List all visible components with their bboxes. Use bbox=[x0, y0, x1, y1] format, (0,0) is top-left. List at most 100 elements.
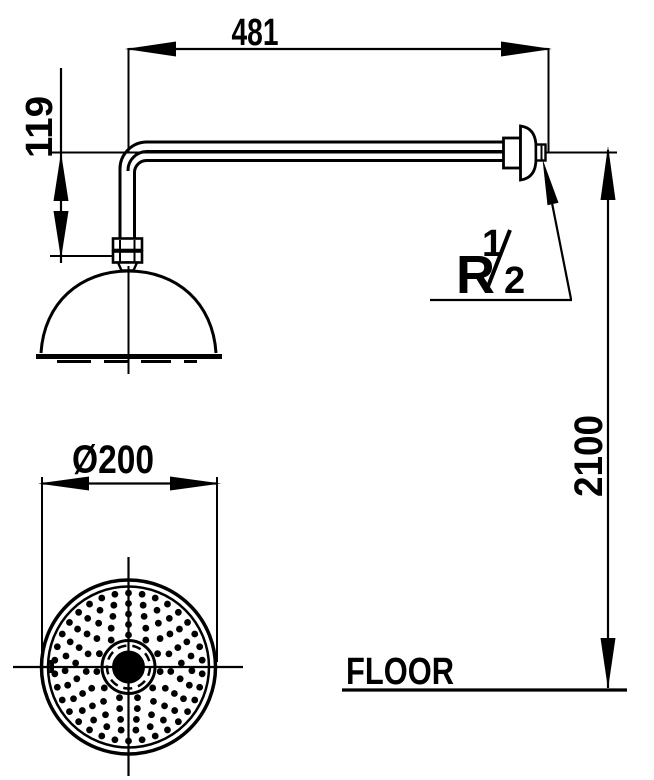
spray-hole bbox=[191, 630, 199, 638]
spray-hole bbox=[185, 681, 193, 689]
spray-hole bbox=[154, 650, 162, 658]
spray-hole bbox=[107, 636, 115, 644]
spray-hole bbox=[176, 625, 183, 633]
spray-hole bbox=[184, 708, 191, 715]
spray-hole bbox=[125, 631, 132, 639]
spray-hole bbox=[86, 600, 93, 608]
dimension-arm-length: 481 bbox=[125, 12, 552, 153]
spray-hole bbox=[61, 667, 69, 675]
spray-hole bbox=[132, 726, 140, 734]
drop-height-value: 119 bbox=[19, 96, 61, 158]
thread-fraction-numerator: 1 bbox=[482, 223, 503, 265]
nut-band-upper bbox=[111, 237, 144, 252]
center-dashed-ring bbox=[105, 644, 152, 690]
spray-hole bbox=[96, 606, 104, 614]
spray-hole bbox=[171, 707, 179, 714]
spray-hole bbox=[82, 668, 90, 675]
flange-escutcheon bbox=[519, 124, 538, 182]
spray-hole bbox=[191, 696, 199, 704]
spray-hole bbox=[93, 668, 101, 675]
spray-hole bbox=[95, 619, 103, 627]
spray-hole bbox=[174, 608, 182, 616]
head-face-circle bbox=[46, 585, 211, 749]
spray-hole bbox=[58, 696, 66, 704]
spray-hole bbox=[138, 590, 146, 598]
spray-hole bbox=[89, 702, 96, 710]
floor-label: FLOOR bbox=[346, 651, 454, 693]
spray-hole bbox=[183, 638, 191, 646]
spray-hole bbox=[150, 697, 157, 705]
arrow-down-icon bbox=[53, 211, 69, 259]
spray-hole bbox=[133, 716, 140, 723]
spray-hole bbox=[53, 683, 61, 691]
spray-hole bbox=[84, 650, 92, 658]
spray-hole bbox=[111, 590, 119, 598]
spray-hole bbox=[156, 668, 164, 675]
dimension-mount-height: 2100 bbox=[567, 146, 616, 689]
spray-hole bbox=[116, 694, 123, 702]
spray-hole bbox=[142, 624, 150, 632]
spray-hole bbox=[117, 716, 124, 723]
spray-hole bbox=[78, 707, 86, 714]
leader-arrow-icon bbox=[542, 159, 559, 206]
spray-hole bbox=[164, 726, 171, 734]
spray-hole bbox=[187, 652, 195, 660]
center-cap bbox=[112, 650, 145, 684]
spray-hole bbox=[133, 705, 141, 712]
spray-hole bbox=[125, 610, 132, 618]
flange-nut bbox=[502, 136, 522, 170]
leader-line bbox=[550, 202, 573, 300]
arrow-right-icon bbox=[170, 476, 221, 491]
spray-hole bbox=[90, 716, 98, 724]
spray-hole bbox=[159, 716, 167, 724]
spray-hole bbox=[151, 732, 159, 740]
spray-hole bbox=[166, 630, 174, 638]
arrow-down-icon bbox=[600, 638, 616, 689]
spray-hole bbox=[74, 625, 81, 633]
spray-holes bbox=[51, 589, 206, 745]
spray-hole bbox=[75, 644, 83, 652]
spray-hole bbox=[148, 711, 155, 719]
dimension-head-diameter: Ø200 bbox=[38, 438, 221, 662]
spray-hole bbox=[161, 684, 169, 692]
spray-hole bbox=[107, 624, 115, 632]
spray-hole bbox=[73, 675, 81, 683]
spray-hole bbox=[95, 650, 103, 658]
spray-hole bbox=[66, 619, 73, 626]
spray-hole bbox=[109, 612, 117, 620]
wall-flange bbox=[502, 124, 547, 182]
spray-hole bbox=[165, 614, 173, 622]
spray-hole bbox=[53, 643, 61, 651]
spray-hole bbox=[84, 614, 92, 622]
face-view bbox=[13, 557, 243, 776]
spray-hole bbox=[125, 737, 132, 745]
side-view-shower-arm bbox=[118, 140, 504, 239]
shower-head-dome bbox=[36, 266, 222, 374]
spray-hole bbox=[125, 589, 132, 597]
spray-hole bbox=[161, 702, 168, 710]
spray-hole bbox=[64, 681, 72, 689]
spray-hole bbox=[140, 612, 148, 620]
spray-hole bbox=[142, 636, 150, 644]
arrow-left-icon bbox=[125, 41, 176, 57]
spray-hole bbox=[125, 621, 132, 628]
arm-bend-middle bbox=[126, 150, 148, 172]
arrow-left-icon bbox=[38, 476, 89, 491]
thread-fraction-slash bbox=[485, 229, 512, 290]
thread-letter: R bbox=[456, 245, 495, 305]
spray-hole bbox=[86, 726, 93, 734]
floor-reference: FLOOR bbox=[342, 651, 627, 693]
spray-hole bbox=[184, 619, 191, 626]
spray-hole bbox=[134, 694, 141, 702]
spray-hole bbox=[146, 723, 154, 731]
spray-hole bbox=[164, 600, 171, 608]
spray-hole bbox=[198, 670, 206, 678]
arrow-up-icon bbox=[53, 152, 69, 201]
spray-hole bbox=[138, 736, 146, 744]
spray-hole bbox=[88, 684, 96, 692]
thread-size-callout: R 1 2 bbox=[430, 159, 573, 305]
spray-hole bbox=[100, 684, 108, 692]
spray-hole bbox=[156, 635, 164, 642]
spray-hole bbox=[98, 594, 106, 602]
